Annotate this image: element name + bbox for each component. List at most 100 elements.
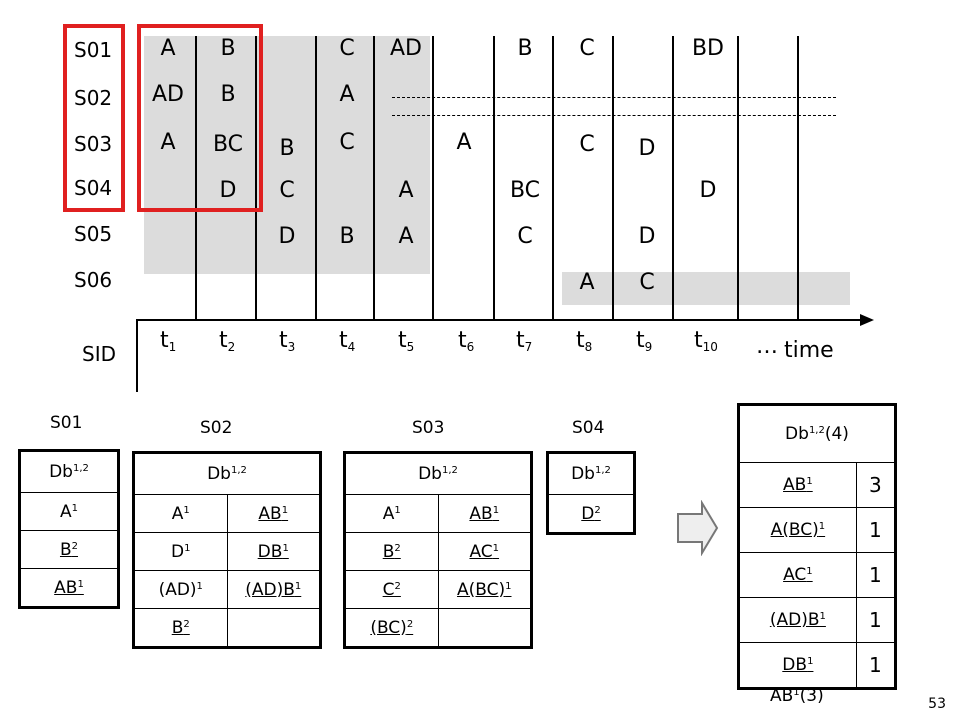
sid-label-s03: S03 xyxy=(74,132,113,156)
table-s04-caption: S04 xyxy=(572,418,605,438)
table-cell: A1 xyxy=(344,494,439,533)
result-pattern-text-sup: 1 xyxy=(806,566,813,577)
pattern-text: B2 xyxy=(60,540,78,560)
pattern-text-base: D xyxy=(581,503,595,524)
pattern-text-sup: 2 xyxy=(406,618,414,630)
time-tick-t2: t2 xyxy=(219,328,235,360)
pattern-text-sup: 1 xyxy=(505,580,512,592)
table-header-text: Db1,2 xyxy=(207,464,247,484)
page-number: 53 xyxy=(928,696,946,712)
pattern-text-base: B xyxy=(382,541,395,562)
result-pattern-text: A(BC)1 xyxy=(771,520,826,540)
time-line-t11 xyxy=(797,36,799,320)
pattern-text-base: AB xyxy=(54,577,78,598)
pattern-text: AB1 xyxy=(258,504,288,524)
table-cell: AC1 xyxy=(437,532,532,571)
shaded-region-s06 xyxy=(562,272,850,305)
sid-label-s05: S05 xyxy=(74,222,113,246)
tick-subscript: 4 xyxy=(347,340,356,354)
event-cell-s01-t8: C xyxy=(579,36,595,61)
table-row: A1 AB1 xyxy=(344,494,532,533)
table-row: AB1 xyxy=(19,568,119,608)
table-row: (BC)2 xyxy=(344,608,532,648)
table-header-text-base: Db xyxy=(418,464,442,484)
sid-label-s01: S01 xyxy=(74,38,113,62)
table-row: B2 xyxy=(133,608,321,648)
event-cell-s05-t4: B xyxy=(339,224,355,249)
time-tick-t5: t5 xyxy=(398,328,414,360)
table-header-text: Db1,2 xyxy=(49,462,89,482)
table-cell: A(BC)1 xyxy=(437,570,532,609)
pattern-text: AB1 xyxy=(469,504,499,524)
table-header-text-base: Db xyxy=(49,462,73,482)
pattern-text-sup: 2 xyxy=(394,580,401,592)
table-header-text-sup: 1,2 xyxy=(594,465,611,476)
event-cell-s03-t6: A xyxy=(456,130,472,155)
result-table-header: Db1,2(4) xyxy=(738,404,896,463)
pattern-text-base: B xyxy=(59,539,72,560)
table-header-text-base: Db xyxy=(207,464,231,484)
event-cell-s04-t10: D xyxy=(699,178,717,203)
table-cell: A1 xyxy=(133,494,228,533)
pattern-text-sup: 2 xyxy=(71,540,79,552)
result-pattern-text: AB1 xyxy=(783,475,813,495)
result-note-suffix: (3) xyxy=(799,686,824,706)
result-pattern-text-base: DB xyxy=(782,655,808,675)
table-cell: B2 xyxy=(133,608,228,648)
table-s02-caption: S02 xyxy=(200,418,233,438)
table-cell: (AD)B1 xyxy=(226,570,321,609)
result-count-cell: 1 xyxy=(855,597,897,643)
table-cell xyxy=(226,608,321,648)
table-cell: (AD)1 xyxy=(133,570,228,609)
table-cell: B2 xyxy=(19,530,119,569)
table-header-text-sup: 1,2 xyxy=(72,463,89,474)
highlight-box-sid-column xyxy=(63,24,125,212)
event-cell-s03-t2: BC xyxy=(212,132,244,157)
event-cell-s01-t10: BD xyxy=(691,36,725,61)
table-cell: AB1 xyxy=(437,494,532,533)
time-tick-t8: t8 xyxy=(576,328,592,360)
pattern-text: DB1 xyxy=(258,542,289,562)
pattern-text: B2 xyxy=(383,542,401,562)
tick-subscript: 9 xyxy=(644,340,653,354)
time-tick-t6: t6 xyxy=(458,328,474,360)
pattern-text-base: A xyxy=(171,503,184,524)
event-cell-s02-t4: A xyxy=(339,82,355,107)
time-ellipsis: … xyxy=(756,334,778,359)
result-header-text-sup: 1,2 xyxy=(808,425,825,436)
event-cell-s03-t4: C xyxy=(339,130,355,155)
table-header-text: Db1,2 xyxy=(571,464,611,484)
event-cell-s06-t8: A xyxy=(579,270,595,295)
time-tick-t3: t3 xyxy=(279,328,295,360)
event-cell-s06-t9: C xyxy=(639,270,655,295)
table-header: Db1,2 xyxy=(547,452,635,495)
time-line-t10 xyxy=(737,36,739,320)
pattern-text: (AD)B1 xyxy=(245,580,301,600)
table-s01-caption: S01 xyxy=(50,413,83,433)
sid-label-s02: S02 xyxy=(74,86,113,110)
result-count-cell: 1 xyxy=(855,552,897,598)
tick-base: t xyxy=(219,328,228,353)
pattern-text-sup: 1 xyxy=(294,580,302,592)
tick-base: t xyxy=(160,328,169,353)
pattern-text-sup: 1 xyxy=(282,542,289,554)
dashed-line-lower xyxy=(392,115,836,116)
tick-base: t xyxy=(576,328,585,353)
sid-label-s06: S06 xyxy=(74,268,113,292)
table-cell: D1 xyxy=(133,532,228,571)
table-header: Db1,2 xyxy=(133,452,321,495)
pattern-text: B2 xyxy=(172,618,190,638)
result-pattern-text: AC1 xyxy=(783,565,813,585)
result-pattern-text-base: AC xyxy=(783,565,807,585)
event-cell-s05-t7: C xyxy=(517,224,533,249)
event-cell-s05-t9: D xyxy=(638,224,656,249)
tick-base: t xyxy=(636,328,645,353)
table-row: B2 AC1 xyxy=(344,532,532,571)
result-pattern-text: DB1 xyxy=(782,655,813,675)
tick-subscript: 6 xyxy=(466,340,475,354)
